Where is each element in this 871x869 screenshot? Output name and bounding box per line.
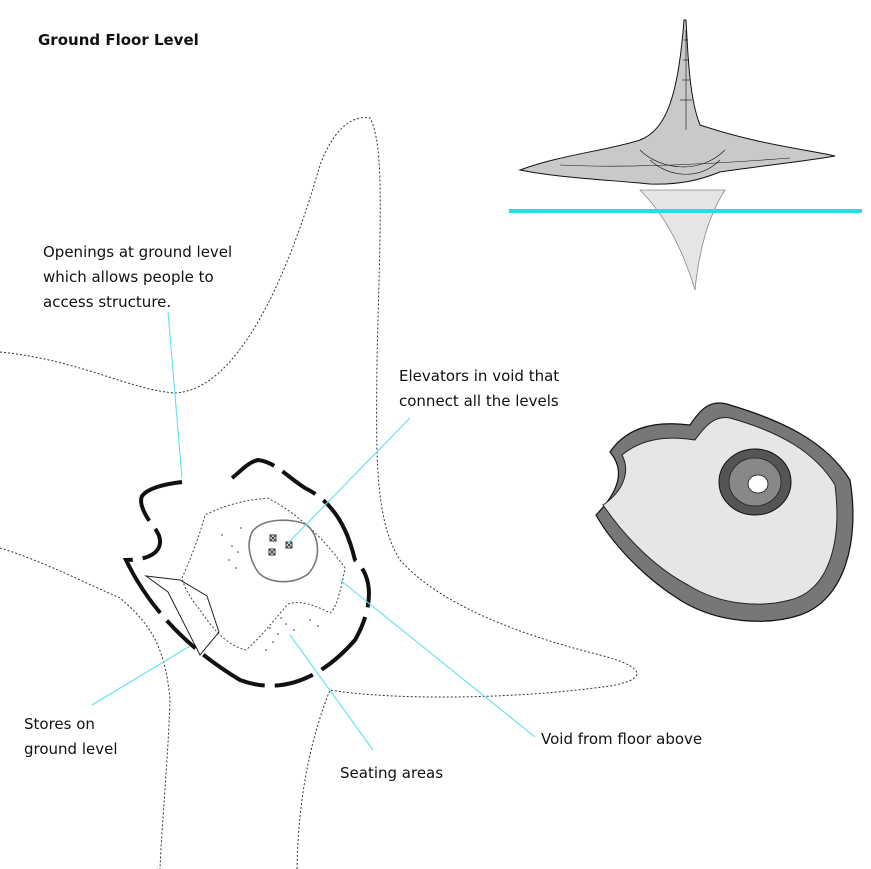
elevation-3d-view [509,19,862,291]
void-line-1: Void from floor above [541,730,703,748]
void-annotation: Void from floor above [541,727,702,752]
void-from-above-outline [181,497,346,651]
leader-seating [289,634,374,751]
stores-line-2: ground level [24,740,118,758]
seating-annotation: Seating areas [340,761,443,786]
openings-line-3: access structure. [43,293,172,311]
leader-elevators [287,417,411,544]
stores-outline [144,575,220,656]
elevator-void [248,519,319,583]
openings-annotation: Openings at ground level which allows pe… [43,240,232,315]
page-title: Ground Floor Level [38,31,199,49]
leader-stores [91,645,191,706]
outer-building-outline [0,117,638,869]
floor-slab-3d-view [595,402,854,622]
outer-building-outline-left [0,547,171,869]
core-wall [122,457,371,688]
stores-annotation: Stores on ground level [24,712,118,762]
openings-line-1: Openings at ground level [43,243,233,261]
elevator-icon [268,534,293,556]
elevation-upper [518,19,836,185]
leader-lines [91,311,536,751]
leader-void [339,579,536,738]
stores-line-1: Stores on [24,715,95,733]
elevators-line-1: Elevators in void that [399,367,560,385]
seating-line-1: Seating areas [340,764,444,782]
slab-void-center [747,474,769,494]
openings-line-2: which allows people to [43,268,214,286]
elevation-lower [639,189,726,291]
elevators-line-2: connect all the levels [399,392,559,410]
elevators-annotation: Elevators in void that connect all the l… [399,364,559,414]
leader-openings [167,311,183,479]
seating-dots [221,527,319,651]
